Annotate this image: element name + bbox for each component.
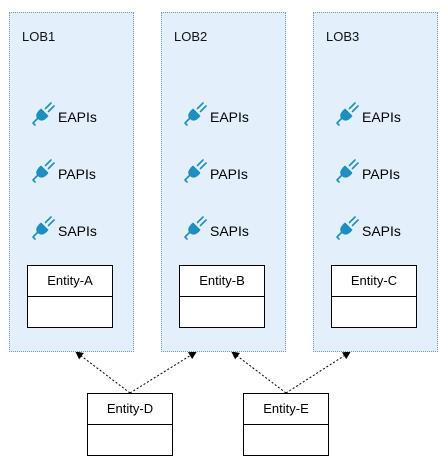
plug-connector-icon bbox=[336, 102, 359, 126]
plug-connector-icon bbox=[32, 216, 55, 240]
lob-title: LOB3 bbox=[326, 29, 360, 44]
api-label: SAPIs bbox=[210, 223, 249, 239]
api-label: SAPIs bbox=[362, 223, 401, 239]
entity-name: Entity-A bbox=[28, 266, 112, 297]
plug-connector-icon bbox=[184, 102, 207, 126]
arrow-entity-d-to-lob1 bbox=[75, 351, 131, 394]
api-layer-eapis: EAPIs bbox=[334, 101, 401, 127]
entity-box-e[interactable]: Entity-E bbox=[243, 393, 329, 456]
lob-container-3: LOB3 EAPIs PAPIs SAP bbox=[313, 12, 438, 352]
lob-container-2: LOB2 EAPIs PAPIs SAP bbox=[161, 12, 286, 352]
plug-connector-icon bbox=[184, 216, 207, 240]
api-layer-sapis: SAPIs bbox=[334, 215, 401, 241]
plug-connector-icon bbox=[336, 216, 359, 240]
api-layer-eapis: EAPIs bbox=[182, 101, 249, 127]
entity-name: Entity-C bbox=[332, 266, 416, 297]
arrow-entity-e-to-lob2 bbox=[231, 351, 287, 394]
plug-connector-icon bbox=[32, 159, 55, 183]
api-label: EAPIs bbox=[210, 109, 249, 125]
api-layer-sapis: SAPIs bbox=[182, 215, 249, 241]
api-layer-papis: PAPIs bbox=[30, 158, 96, 184]
plug-connector-icon bbox=[184, 159, 207, 183]
entity-box-d[interactable]: Entity-D bbox=[87, 393, 173, 456]
entity-name: Entity-E bbox=[244, 394, 328, 425]
api-label: EAPIs bbox=[58, 109, 97, 125]
entity-box-a[interactable]: Entity-A bbox=[27, 265, 113, 328]
arrow-entity-d-to-lob2 bbox=[129, 351, 197, 394]
plug-connector-icon bbox=[32, 102, 55, 126]
api-label: PAPIs bbox=[58, 166, 96, 182]
api-label: PAPIs bbox=[362, 166, 400, 182]
entity-box-c[interactable]: Entity-C bbox=[331, 265, 417, 328]
entity-box-b[interactable]: Entity-B bbox=[179, 265, 265, 328]
api-layer-papis: PAPIs bbox=[334, 158, 400, 184]
lob-container-1: LOB1 EAPIs PAPIs SAP bbox=[9, 12, 134, 352]
plug-connector-icon bbox=[336, 159, 359, 183]
arrow-entity-e-to-lob3 bbox=[285, 351, 351, 394]
lob-title: LOB2 bbox=[174, 29, 208, 44]
lob-title: LOB1 bbox=[22, 29, 56, 44]
api-layer-papis: PAPIs bbox=[182, 158, 248, 184]
api-layer-eapis: EAPIs bbox=[30, 101, 97, 127]
entity-name: Entity-D bbox=[88, 394, 172, 425]
api-label: SAPIs bbox=[58, 223, 97, 239]
api-label: EAPIs bbox=[362, 109, 401, 125]
api-label: PAPIs bbox=[210, 166, 248, 182]
entity-name: Entity-B bbox=[180, 266, 264, 297]
api-layer-sapis: SAPIs bbox=[30, 215, 97, 241]
